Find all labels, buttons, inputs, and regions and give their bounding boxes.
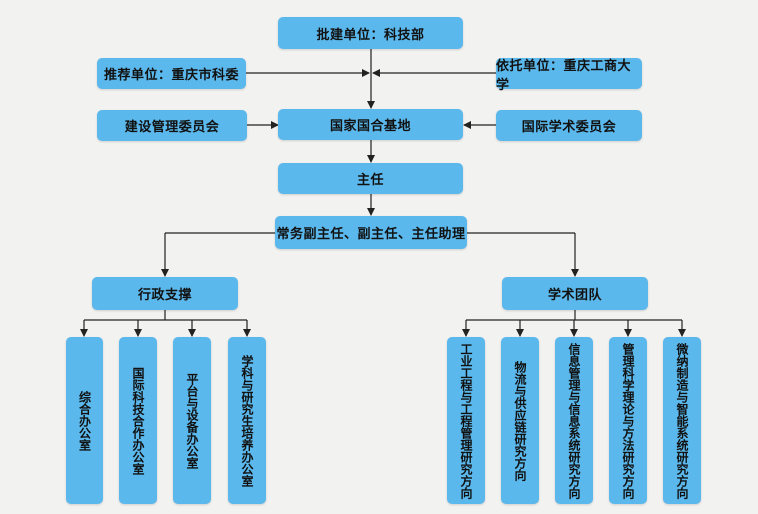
management-science-direction-box: 管理科学理论与方法研究方向 <box>609 337 647 504</box>
platform-equipment-office-box: 平台与设备办公室 <box>173 337 211 504</box>
logistics-direction-box: 物流与供应链研究方向 <box>501 337 539 504</box>
academic-team-box: 学术团队 <box>502 277 648 310</box>
director-box: 主任 <box>278 163 463 194</box>
information-management-direction-box: 信息管理与信息系统研究方向 <box>555 337 593 504</box>
deputies-box: 常务副主任、副主任、主任助理 <box>275 216 467 249</box>
admin-support-box: 行政支撑 <box>92 277 238 310</box>
intl-cooperation-office-box: 国际科技合作办公室 <box>119 337 157 504</box>
industrial-engineering-direction-box: 工业工程与工程管理研究方向 <box>447 337 485 504</box>
approval-unit-box: 批建单位：科技部 <box>278 17 463 49</box>
general-office-box: 综合办公室 <box>66 337 103 504</box>
recommend-unit-box: 推荐单位：重庆市科委 <box>97 58 246 89</box>
base-box: 国家国合基地 <box>278 109 463 140</box>
academic-committee-box: 国际学术委员会 <box>496 110 642 141</box>
construction-committee-box: 建设管理委员会 <box>97 110 247 141</box>
micro-nano-manufacturing-direction-box: 微纳制造与智能系统研究方向 <box>663 337 701 504</box>
host-unit-box: 依托单位：重庆工商大学 <box>496 58 642 93</box>
discipline-graduate-office-box: 学科与研究生培养办公室 <box>228 337 266 504</box>
